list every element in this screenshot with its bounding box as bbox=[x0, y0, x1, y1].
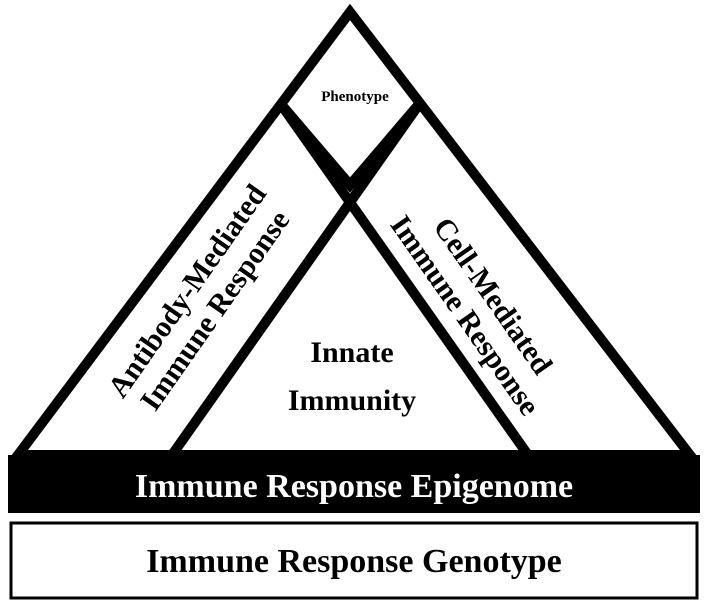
genotype-box bbox=[9, 521, 699, 600]
epigenome-bar bbox=[8, 455, 700, 513]
innate-label-line2: Immunity bbox=[288, 384, 416, 417]
phenotype-label: Phenotype bbox=[321, 89, 389, 105]
phenotype-box-divider bbox=[276, 99, 424, 193]
cell-band-divider bbox=[275, 100, 533, 458]
innate-label-line1: Innate bbox=[310, 336, 393, 369]
epigenome-label: Immune Response Epigenome bbox=[135, 468, 573, 505]
genotype-label: Immune Response Genotype bbox=[146, 543, 562, 580]
antibody-band-divider bbox=[167, 100, 425, 458]
